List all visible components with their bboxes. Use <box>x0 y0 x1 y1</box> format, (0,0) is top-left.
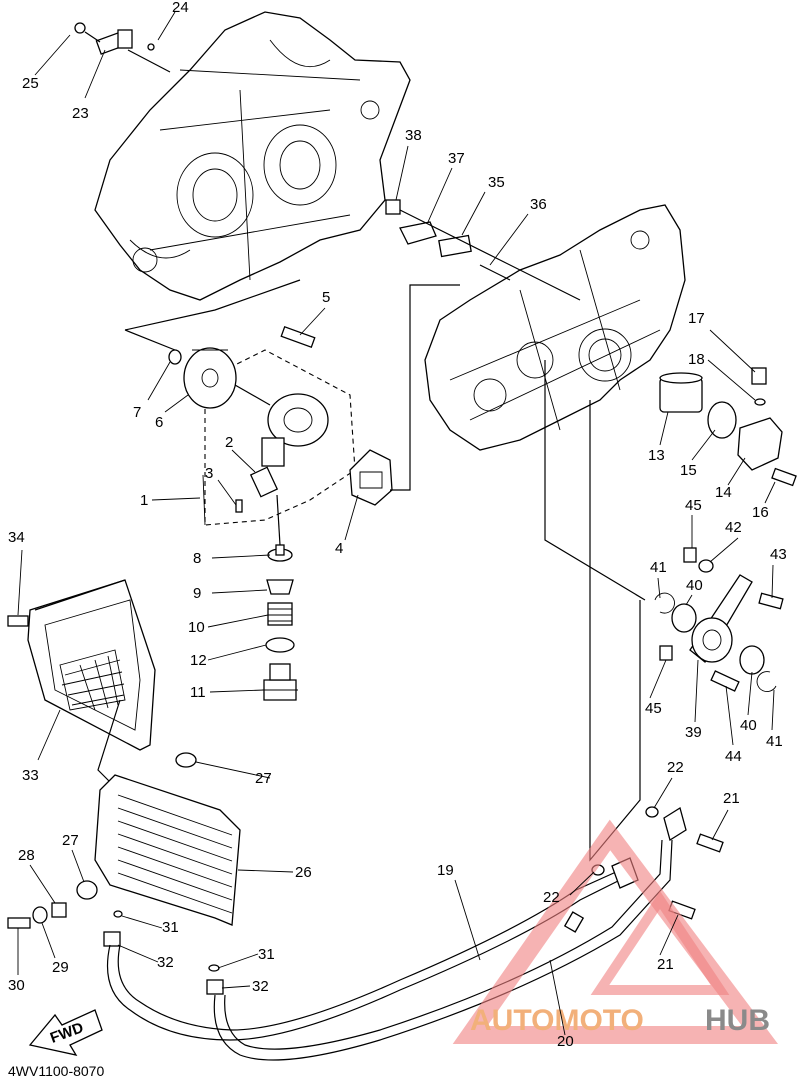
callout-26: 26 <box>295 864 312 881</box>
callout-40b: 40 <box>740 717 757 734</box>
callout-4: 4 <box>335 540 343 557</box>
oil-cooler-26 <box>7 752 241 995</box>
callout-1: 1 <box>140 492 148 509</box>
callout-6: 6 <box>155 414 163 431</box>
callout-3: 3 <box>205 465 213 482</box>
watermark: AUTOMOTO HUB <box>452 819 778 1044</box>
callout-31b: 31 <box>258 946 275 963</box>
callout-40a: 40 <box>686 577 703 594</box>
callout-31a: 31 <box>162 919 179 936</box>
callout-45a: 45 <box>685 497 702 514</box>
diagram-code: 4WV1100-8070 <box>8 1063 104 1079</box>
callout-8: 8 <box>193 550 201 567</box>
callout-32b: 32 <box>252 978 269 995</box>
callout-18: 18 <box>688 351 705 368</box>
callout-32a: 32 <box>157 954 174 971</box>
leader-lines <box>17 11 776 1036</box>
callout-2: 2 <box>225 434 233 451</box>
linkage-group <box>654 547 784 692</box>
callout-22b: 22 <box>543 889 560 906</box>
callout-11: 11 <box>190 684 206 701</box>
callout-labels: 1 2 3 4 5 6 7 8 9 10 11 12 13 14 15 16 1… <box>8 0 787 1050</box>
callout-42: 42 <box>725 519 742 536</box>
callout-29: 29 <box>52 959 69 976</box>
callout-38: 38 <box>405 127 422 144</box>
callout-44: 44 <box>725 748 742 765</box>
callout-10: 10 <box>188 619 205 636</box>
radiator-cover-33 <box>7 579 156 791</box>
callout-43: 43 <box>770 546 787 563</box>
callout-36: 36 <box>530 196 547 213</box>
crankcase-right <box>424 204 686 451</box>
callout-39: 39 <box>685 724 702 741</box>
callout-24: 24 <box>172 0 189 16</box>
callout-15: 15 <box>680 462 697 479</box>
oil-pump-group <box>168 325 356 546</box>
callout-22a: 22 <box>667 759 684 776</box>
watermark-text-a: AUTOMOTO <box>470 1004 644 1037</box>
callout-34: 34 <box>8 529 25 546</box>
callout-14: 14 <box>715 484 732 501</box>
callout-35: 35 <box>488 174 505 191</box>
crankcase-left <box>94 11 411 301</box>
callout-33: 33 <box>22 767 39 784</box>
callout-27b: 27 <box>62 832 79 849</box>
callout-19: 19 <box>437 862 454 879</box>
callout-41a: 41 <box>650 559 667 576</box>
callout-25: 25 <box>22 75 39 92</box>
callout-27a: 27 <box>255 770 272 787</box>
callout-21b: 21 <box>657 956 674 973</box>
callout-23: 23 <box>72 105 89 122</box>
callout-16: 16 <box>752 504 769 521</box>
callout-5: 5 <box>322 289 330 306</box>
shaft-group <box>385 199 581 301</box>
relief-valve-stack <box>262 544 298 701</box>
fitting-23 <box>74 22 171 73</box>
callout-7: 7 <box>133 404 141 421</box>
watermark-text-b: HUB <box>705 1004 770 1037</box>
callout-20: 20 <box>557 1033 574 1050</box>
cover-gasket-4 <box>349 284 460 506</box>
callout-9: 9 <box>193 585 201 602</box>
callout-13: 13 <box>648 447 665 464</box>
callout-45b: 45 <box>645 700 662 717</box>
fwd-arrow: FWD <box>28 1009 103 1056</box>
callout-41b: 41 <box>766 733 783 750</box>
callout-21a: 21 <box>723 790 740 807</box>
oil-filter-group <box>659 367 797 487</box>
callout-12: 12 <box>190 652 207 669</box>
callout-28: 28 <box>18 847 35 864</box>
callout-37: 37 <box>448 150 465 167</box>
callout-30: 30 <box>8 977 25 994</box>
callout-17: 17 <box>688 310 705 327</box>
